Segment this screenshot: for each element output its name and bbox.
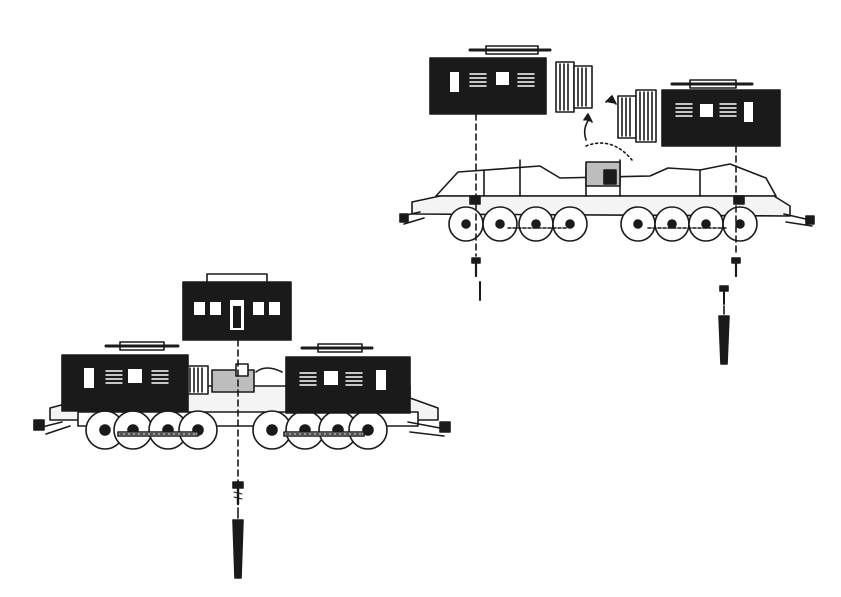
- screwdriver-right: [719, 306, 729, 364]
- screwdriver-left: [233, 508, 243, 578]
- lifted-cab-right: [662, 80, 780, 146]
- panel-right-disassembly: [400, 46, 814, 364]
- motion-arc: [586, 143, 632, 160]
- left-cab: [62, 342, 188, 411]
- panel-left-assembled: [34, 274, 450, 578]
- right-cab: [286, 344, 410, 413]
- center-hood: [183, 274, 291, 340]
- weight-block-left: [556, 62, 592, 140]
- lifted-cab-left: [430, 46, 550, 114]
- weight-block-right: [606, 90, 656, 142]
